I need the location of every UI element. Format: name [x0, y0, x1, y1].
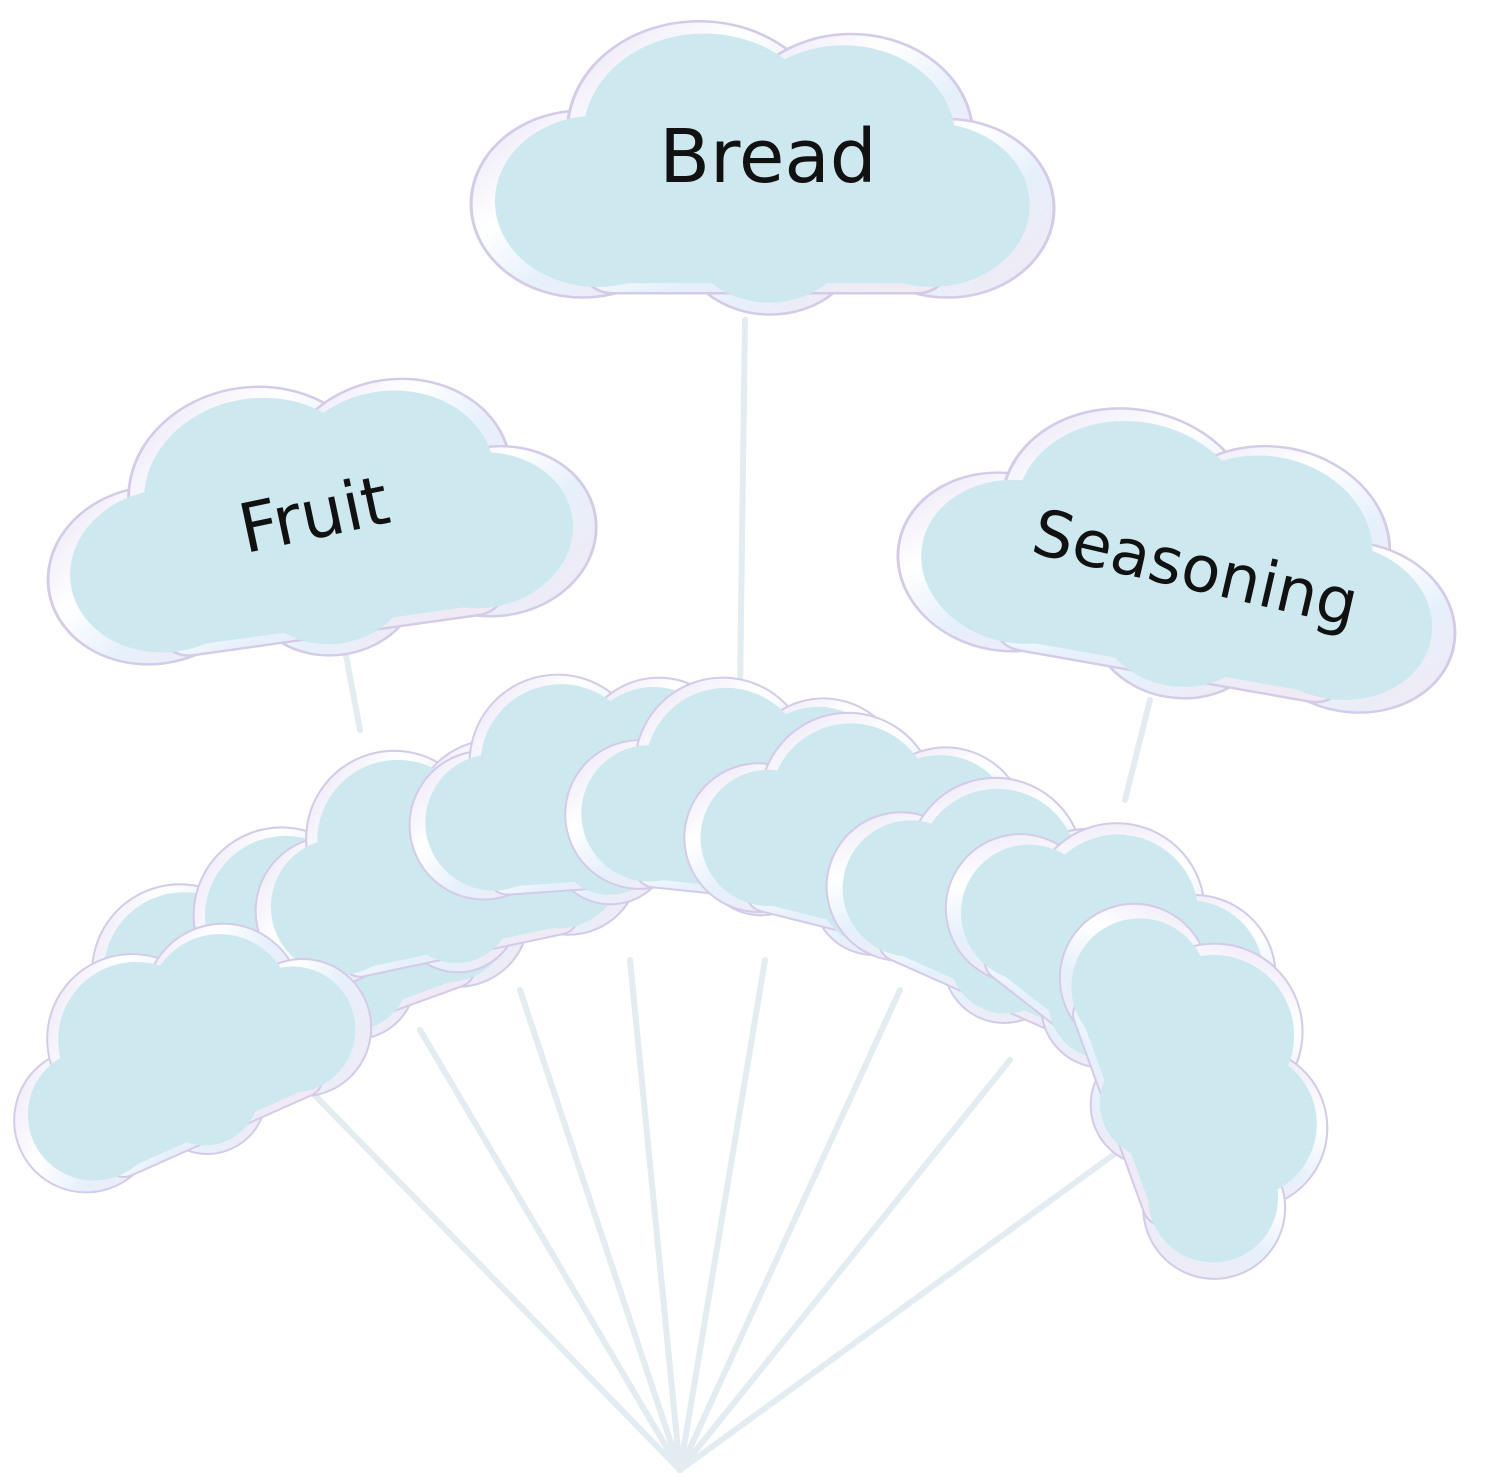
topper-stick — [677, 1057, 1013, 1473]
topper-stick — [677, 1147, 1123, 1473]
topper-stick — [627, 957, 683, 1473]
topper-stick-seasoning — [1122, 697, 1153, 803]
topper-stick — [417, 1027, 683, 1473]
topper-seasoning: Seasoning — [881, 372, 1485, 744]
topper-stick-fruit — [342, 647, 363, 733]
topper-stick — [297, 1077, 683, 1473]
topper-stick — [517, 987, 683, 1473]
topper-stick — [677, 957, 768, 1473]
label-bread: Bread — [659, 114, 876, 200]
topper-fruit: Fruit — [25, 342, 610, 694]
blank-cloud-fan — [0, 658, 1378, 1303]
topper-sticks — [297, 317, 1153, 1473]
topper-stick — [677, 987, 903, 1473]
topper-bread: Bread — [471, 21, 1054, 314]
topper-stick-bread — [737, 317, 748, 693]
